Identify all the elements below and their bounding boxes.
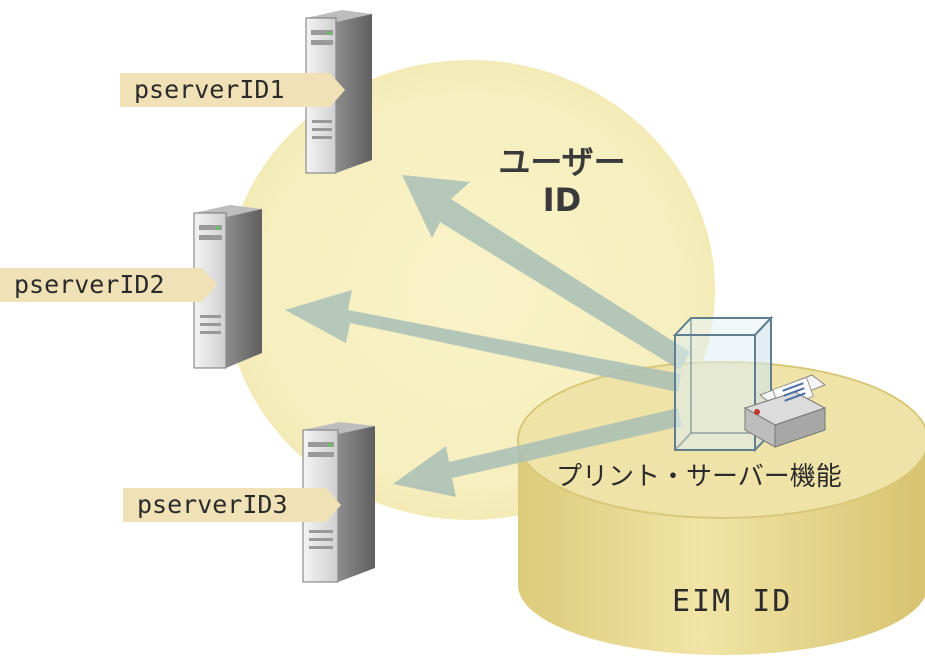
arrow-to-pserver2 xyxy=(285,290,681,392)
user-id-label: ユーザー ID xyxy=(498,143,626,219)
mapping-arrows xyxy=(285,175,690,497)
arrow-to-pserver1 xyxy=(402,175,690,370)
printer-icon xyxy=(743,374,827,448)
pserver3-label: pserverID3 xyxy=(123,488,341,522)
pserver1-label: pserverID1 xyxy=(120,73,345,107)
container-cube-icon xyxy=(672,315,774,453)
pserver2-label: pserverID2 xyxy=(0,268,217,302)
eim-id-label: EIM ID xyxy=(672,584,793,619)
print-server-function-label: プリント・サーバー機能 xyxy=(556,462,842,492)
arrow-to-pserver3 xyxy=(393,408,682,497)
